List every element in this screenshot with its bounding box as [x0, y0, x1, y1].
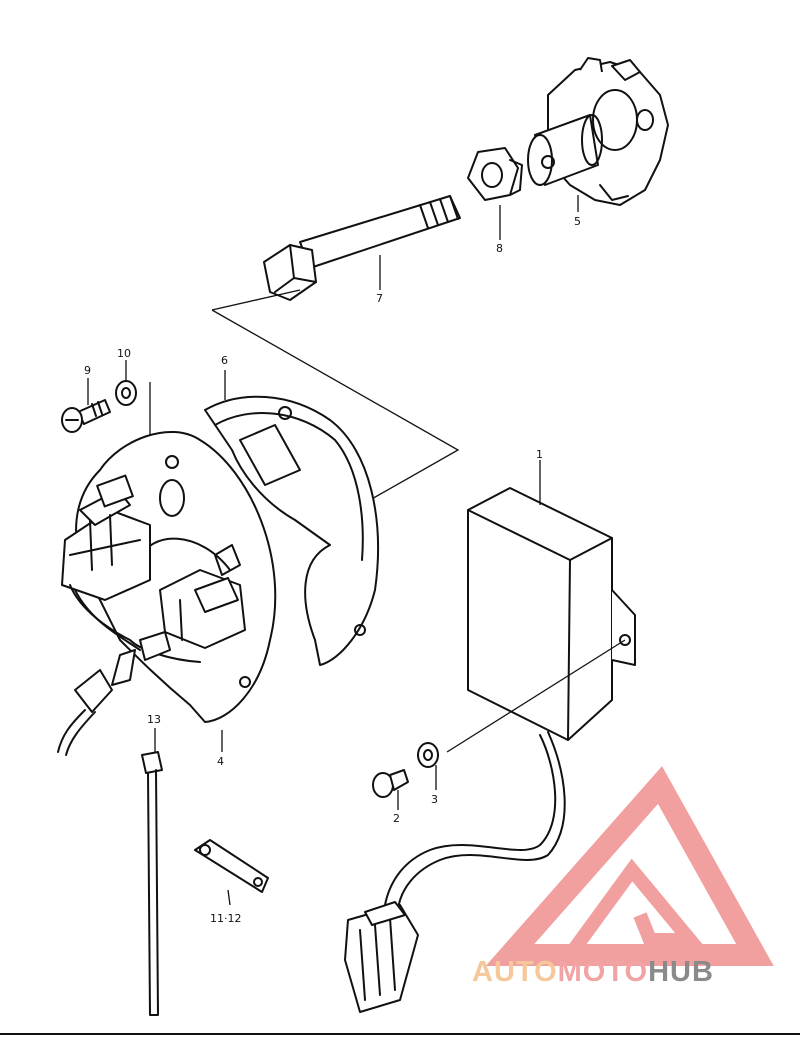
- callout-11-12: 11·12: [210, 912, 242, 925]
- part-13-cable-tie: [141, 751, 163, 1016]
- callout-4: 4: [217, 755, 224, 768]
- part-6-plate: [204, 395, 379, 666]
- watermark-moto: MOTO: [557, 956, 649, 988]
- callout-13: 13: [147, 713, 161, 726]
- part-11-12-clamp: [194, 839, 269, 893]
- part-5-pickup-housing: [527, 57, 669, 206]
- part-1-igniter-unit: [384, 487, 636, 911]
- callout-labels: 1 2 3 4 5 6 7 8 9 10 11·12 13: [84, 215, 581, 925]
- part-8-nut: [467, 147, 523, 201]
- callout-8: 8: [496, 242, 503, 255]
- part-7-bolt: [263, 195, 461, 301]
- callout-6: 6: [221, 354, 228, 367]
- callout-leaders: [87, 195, 626, 906]
- watermark-auto: AUTO: [472, 956, 558, 988]
- callout-3: 3: [431, 793, 438, 806]
- watermark-text: AUTOMOTOHUB: [472, 956, 714, 989]
- part-4-base-plate: [57, 431, 277, 756]
- callout-1: 1: [536, 448, 543, 461]
- callout-9: 9: [84, 364, 91, 377]
- callout-5: 5: [574, 215, 581, 228]
- part-9-screw: [61, 399, 111, 433]
- part-3-washer: [417, 742, 439, 768]
- automotohub-logo: [485, 766, 774, 966]
- part-2-screw: [372, 769, 409, 798]
- callout-7: 7: [376, 292, 383, 305]
- part-10-washer: [115, 380, 137, 406]
- watermark-hub: HUB: [648, 956, 714, 988]
- callout-10: 10: [117, 347, 131, 360]
- igniter-connector: [344, 901, 419, 1013]
- callout-2: 2: [393, 812, 400, 825]
